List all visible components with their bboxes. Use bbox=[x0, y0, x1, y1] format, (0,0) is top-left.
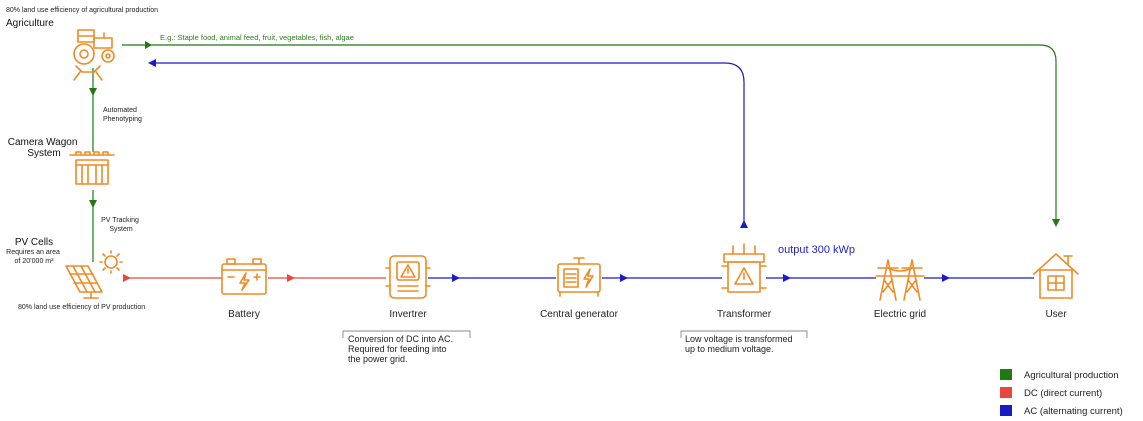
camera-wagon-title: Camera Wagon System bbox=[8, 137, 80, 159]
house-icon bbox=[1033, 253, 1079, 299]
inverter-note-bracket bbox=[342, 330, 471, 338]
legend-label-dc: DC (direct current) bbox=[1024, 388, 1102, 399]
legend: Agricultural production DC (direct curre… bbox=[1000, 369, 1123, 417]
ac-arrowhead-1 bbox=[452, 274, 460, 282]
generator-label: Central generator bbox=[540, 309, 618, 320]
user-down-arrowhead bbox=[1052, 219, 1060, 227]
food-note: E.g.: Staple food, animal feed, fruit, v… bbox=[160, 33, 354, 42]
transformer-up-arrowhead bbox=[740, 220, 748, 228]
output-label: output 300 kWp bbox=[778, 244, 855, 256]
transformer-label: Transformer bbox=[717, 309, 772, 320]
legend-swatch-ac bbox=[1000, 405, 1012, 416]
green-arrowheads bbox=[89, 41, 1060, 227]
pv-cells-title: PV Cells bbox=[15, 237, 53, 248]
battery-label: Battery bbox=[228, 309, 260, 320]
blue-return-flow bbox=[148, 59, 748, 228]
agriculture-return-arrowhead bbox=[148, 59, 156, 67]
transformer-to-agriculture-line bbox=[150, 62, 745, 228]
legend-swatch-dc bbox=[1000, 387, 1012, 398]
solar-panel-icon bbox=[65, 250, 123, 299]
food-arrowhead bbox=[145, 41, 152, 49]
power-line bbox=[123, 274, 1034, 282]
legend-label-agricultural: Agricultural production bbox=[1024, 370, 1119, 381]
pv-note: 80% land use efficiency of PV production bbox=[18, 304, 145, 311]
pv-tracking-label: PV Tracking System bbox=[101, 217, 141, 233]
food-flow-line bbox=[122, 44, 1057, 222]
inverter-note: Conversion of DC into AC. Required for f… bbox=[348, 334, 456, 364]
tractor-icon bbox=[73, 29, 115, 81]
dc-arrowhead-2 bbox=[287, 274, 295, 282]
battery-icon bbox=[221, 258, 267, 295]
legend-label-ac: AC (alternating current) bbox=[1024, 406, 1123, 417]
inverter-icon bbox=[385, 255, 431, 299]
dc-arrowhead-1 bbox=[123, 274, 131, 282]
user-label: User bbox=[1045, 309, 1067, 320]
pv-cells-area: Requires an area of 20’000 m² bbox=[6, 249, 62, 265]
inverter-label: Invertrer bbox=[389, 309, 427, 320]
grid-label: Electric grid bbox=[874, 309, 926, 320]
ac-arrowhead-4 bbox=[942, 274, 950, 282]
power-pylon-icon bbox=[875, 259, 925, 301]
transformer-note: Low voltage is transformed up to medium … bbox=[685, 334, 795, 354]
agriculture-title: Agriculture bbox=[6, 18, 54, 29]
legend-swatch-agricultural bbox=[1000, 369, 1012, 380]
generator-icon bbox=[557, 257, 601, 297]
camera-wagon-icon bbox=[69, 151, 115, 185]
phenotyping-label: Automated Phenotyping bbox=[103, 107, 142, 123]
ac-arrowhead-2 bbox=[620, 274, 628, 282]
top-note: 80% land use efficiency of agricultural … bbox=[6, 7, 158, 14]
transformer-icon bbox=[721, 243, 767, 293]
ac-arrowhead-3 bbox=[783, 274, 791, 282]
green-flows bbox=[92, 44, 1057, 262]
transformer-note-bracket bbox=[680, 330, 808, 338]
camera-down-arrowhead bbox=[89, 200, 97, 208]
phenotyping-arrowhead bbox=[89, 88, 97, 96]
